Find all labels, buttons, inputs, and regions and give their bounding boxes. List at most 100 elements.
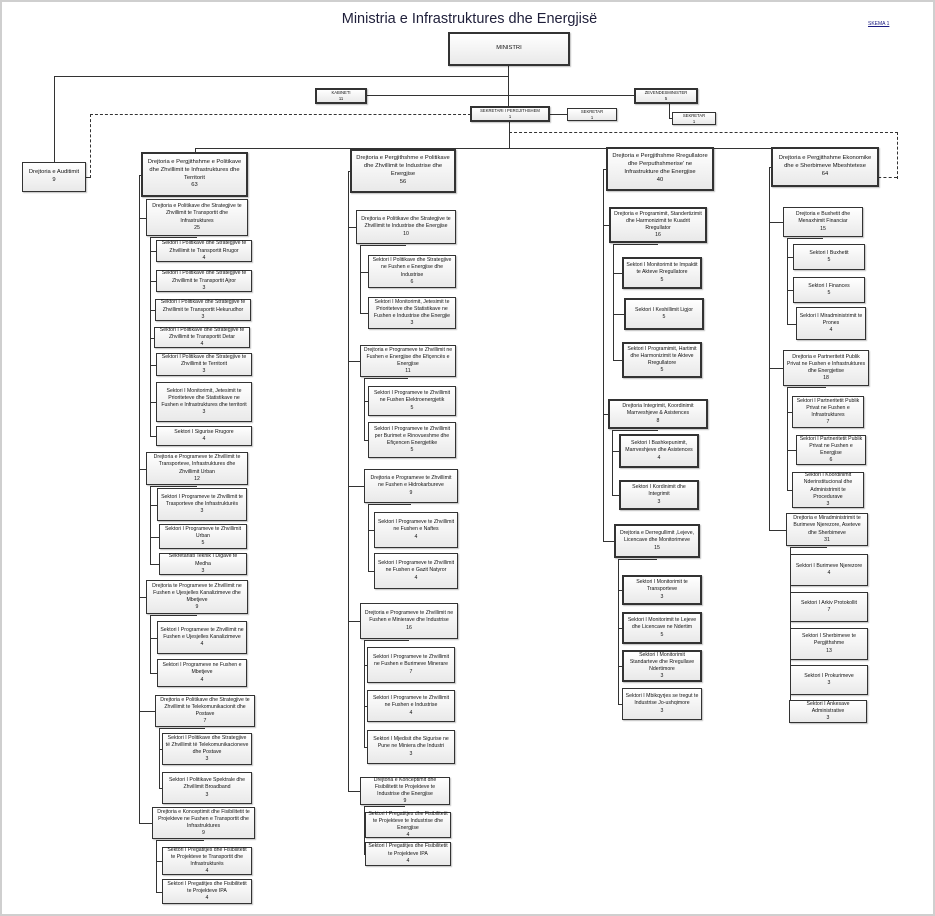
sector-box[interactable]: Sektori I Politikave dhe Strategjive te … [154, 327, 250, 348]
sector-box[interactable]: Sektori I Partneritetit Publik Privat ne… [792, 396, 864, 428]
directorate-box[interactable]: Drejtoria e Programeve te Zhvillimit ne … [360, 603, 458, 639]
sector-box[interactable]: Sektori I Politikave dhe Strategjive ne … [368, 255, 456, 288]
sector-box[interactable]: Sektori I Pregatitjes dhe Fisibilitetit … [365, 842, 451, 866]
sector-box[interactable]: Sektori I Koordinimit Nderinstitucional … [792, 472, 864, 508]
sector-box[interactable]: Sektori I Programeve te Zhvillimit Urban… [159, 524, 247, 549]
general-directorate-box[interactable]: Drejtoria e Pergjithshme e Politikave dh… [141, 152, 248, 197]
staff-count: 7 [827, 607, 831, 613]
staff-count: 3 [409, 750, 413, 757]
connector-line [613, 273, 622, 274]
sector-box[interactable]: Sektori I Politikave Spektrale dhe Zhvil… [162, 772, 252, 804]
directorate-box[interactable]: Drejtoria e Programeve te Zhvillimit ne … [364, 469, 458, 503]
connector-line [787, 387, 826, 388]
directorate-box[interactable]: Drejtoria e Buxhetit dhe Menaxhimit Fina… [783, 207, 863, 237]
unit-title: Drejtoria e Pergjithshme Ekonomike dhe e… [778, 155, 872, 170]
sector-box[interactable]: Sektori I Programeve te Zhvillimit ne Fu… [157, 621, 247, 654]
sector-box[interactable]: Sektori I Programeve te Zhvillimit ne Fu… [367, 647, 455, 683]
directorate-box[interactable]: Drejtoria e Programimit, Standertizimit … [609, 207, 707, 243]
sector-box[interactable]: Sektori I Pregatitjes dhe Fisibilitetit … [162, 847, 252, 875]
sector-box[interactable]: Sektori I Bashkepunimit, Marrveshjeve dh… [619, 434, 699, 468]
staff-count: 5 [410, 404, 414, 411]
sector-box[interactable]: Sektori I Politikave dhe Strategjive te … [156, 240, 252, 262]
connector-line [150, 310, 155, 311]
general-directorate-box[interactable]: Drejtoria e Pergjithshme e Politikave dh… [350, 149, 456, 193]
sector-box[interactable]: Sektori I Politikave dhe Strategjive te … [156, 270, 252, 292]
sector-box[interactable]: Sektori I Programeve te Zhvillimit ne Fu… [368, 386, 456, 416]
directorate-box[interactable]: Drejtoria e Derregullimit ,Lejeve, Licen… [614, 524, 700, 558]
unit-title: Drejtoria e Programeve te Zhvillimit ne … [364, 610, 454, 624]
sector-box[interactable]: Sektori I Monitorimit te Impaktit te Akt… [622, 257, 702, 289]
sector-box[interactable]: Sektori I Pregatitjes dhe Fisibilitetit … [365, 810, 451, 838]
sector-box[interactable]: Sektori I Mbikqyrjes se tregut te Indust… [622, 688, 702, 720]
sector-box[interactable]: Sektori I Partneritetit Publik Privat ne… [796, 435, 866, 465]
unit-title: Sektori I Bashkepunimit, Marrveshjeve dh… [625, 440, 693, 454]
staff-count: 63 [191, 182, 198, 189]
sector-box[interactable]: Sektori I Programeve te Zhvillimit ne Fu… [374, 553, 458, 589]
unit-title: Sektori I Miradministrimit te Prones [799, 312, 863, 326]
connector-line [364, 706, 367, 707]
staff-count: 5 [827, 290, 831, 296]
directorate-box[interactable]: Drejtoria e Programeve te Zhvillimit te … [146, 452, 248, 485]
unit-title: Sektori I Pregatitjes dhe Fisibilitetit … [368, 810, 448, 831]
directorate-box[interactable]: Drejtoria Integrimit, Koordinimit Marrve… [608, 399, 708, 429]
unit-title: Drejtoria e Politikave dhe Strategjive t… [152, 203, 242, 224]
connector-line [150, 364, 156, 366]
connector-line [139, 217, 146, 219]
sector-box[interactable]: Sektori I Programeve te Zhvillimit per B… [368, 422, 456, 458]
connector-line [360, 313, 368, 314]
connector-line [669, 104, 670, 118]
sector-box[interactable]: Sektori I Pregatitjes dhe Fisibilitetit … [162, 879, 252, 904]
sector-box[interactable]: Sektori I Politikave dhe Strategjive te … [155, 299, 251, 321]
sector-box[interactable]: Sektori I Programeve te Zhvillimit te Tr… [157, 488, 247, 521]
general-directorate-box[interactable]: Drejtoria e Pergjithshme Rregullatore dh… [606, 147, 714, 191]
sector-box[interactable]: Sektori I Programeve te Zhvillimit ne Fu… [374, 512, 458, 548]
directorate-box[interactable]: Drejtoria e Politikave dhe Strategjive t… [146, 199, 248, 236]
sector-box[interactable]: Sektori I Monitorimit Standarteve dhe Rr… [622, 650, 702, 682]
sector-box[interactable]: Sektori I Programeve ne Fushen e Mbetjev… [157, 659, 247, 687]
sector-box[interactable]: Sektori I Monitorimit, Jetesimit te Prio… [156, 382, 252, 422]
connector-line [787, 412, 792, 413]
directorate-box[interactable]: Drejtoria e Partneritetit Publik Privat … [783, 350, 869, 386]
sector-box[interactable]: Sektori I Politikave dhe Strategjive të … [162, 733, 252, 765]
general-directorate-box[interactable]: Drejtoria e Pergjithshme Ekonomike dhe e… [771, 147, 879, 187]
directorate-box[interactable]: Drejtoria e Miradministrimit te Burimeve… [786, 513, 868, 546]
sector-box[interactable]: Sektori I Politikave dhe Strategjive te … [156, 353, 252, 376]
directorate-box[interactable]: Drejtoria e Programeve te Zhvillimit ne … [360, 345, 456, 377]
unit-title: Sektori I Pregatitjes dhe Fisibilitetit … [167, 880, 247, 894]
sector-box[interactable]: Sektori I Monitorimit te Lejeve dhe Lice… [622, 612, 702, 644]
connector-line [613, 244, 614, 361]
sector-box[interactable]: Sektori I Programeve te Zhvillimit ne Fu… [367, 690, 455, 722]
connector-line [150, 251, 156, 252]
directorate-box[interactable]: Drejtoria te Programeve te Zhvillimit ne… [146, 580, 248, 614]
directorate-box[interactable]: Drejtoria e Konceptimit dhe Fisibiliteti… [360, 777, 450, 805]
sector-box[interactable]: Sektori I Mjedisit dhe Sigurise ne Pune … [367, 730, 455, 764]
connector-line [139, 823, 152, 824]
directorate-box[interactable]: Drejtoria e Konceptimit dhe Fisibiliteti… [152, 807, 255, 839]
directorate-box[interactable]: Drejtoria e Politikave dhe Strategjive t… [356, 210, 456, 244]
sector-box[interactable]: Sektori I Monitorimit, Jetesimit te Prio… [368, 297, 456, 329]
directorate-box[interactable]: Drejtoria e Politikave dhe Strategjive t… [155, 695, 255, 727]
unit-title: Sektori I Politikave dhe Strategjive te … [160, 299, 246, 313]
ministri-box[interactable]: MINISTRI [448, 32, 570, 66]
sector-box[interactable]: Sektori I Programimit, Hartimit dhe Harm… [622, 342, 702, 378]
unit-title: Drejtoria e Konceptimit dhe Fisibiliteti… [157, 808, 250, 829]
